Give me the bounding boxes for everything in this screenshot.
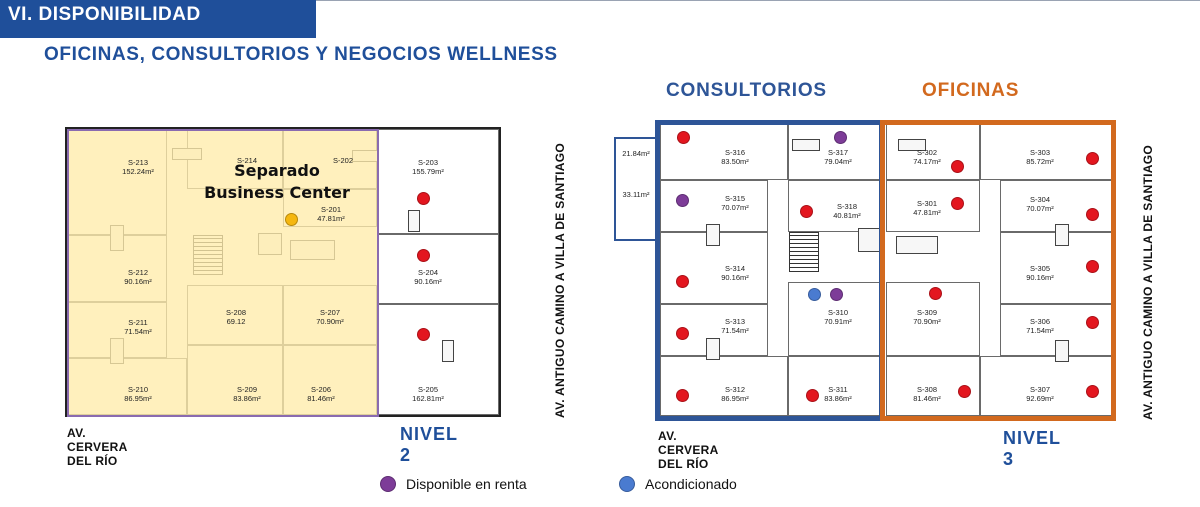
separado-overlay — [67, 129, 379, 417]
separado-label: Separado Business Center — [204, 161, 350, 202]
status-dot-s-302 — [951, 160, 964, 173]
status-dot-s-318 — [800, 205, 813, 218]
oficinas-title: OFICINAS — [922, 80, 1020, 101]
status-dot-s-308 — [958, 385, 971, 398]
restroom-fixture — [408, 210, 420, 232]
status-dot-s-314 — [676, 275, 689, 288]
consultorios-title: CONSULTORIOS — [666, 80, 827, 101]
header-rule — [316, 0, 1200, 1]
status-dot-s-311 — [806, 389, 819, 402]
status-dot-s-305 — [1086, 260, 1099, 273]
restroom-fixture — [706, 338, 720, 360]
page-subtitle: OFICINAS, CONSULTORIOS Y NEGOCIOS WELLNE… — [44, 44, 558, 65]
room-s-309 — [886, 282, 980, 356]
restroom-fixture — [898, 139, 926, 151]
annex-area-2: 33.11m² — [622, 190, 650, 199]
restroom-fixture — [706, 224, 720, 246]
restroom-fixture — [792, 139, 820, 151]
room-s-308 — [886, 356, 980, 416]
legend-blue-dot — [619, 476, 635, 492]
status-dot-s-203 — [417, 192, 430, 205]
annex-area-1: 21.84m² — [622, 149, 650, 158]
room-s-203 — [377, 129, 499, 234]
status-dot-s-309 — [929, 287, 942, 300]
unit-label-s-214: S-214 — [236, 156, 257, 165]
status-dot-s-204 — [417, 249, 430, 262]
status-dot-s-310-available — [830, 288, 843, 301]
street-label-bottom-nivel-3: AV. CERVERA DEL RÍO — [658, 429, 719, 471]
restroom-fixture — [1055, 340, 1069, 362]
legend-item-conditioned: Acondicionado — [619, 476, 737, 492]
status-dot-s-317 — [834, 131, 847, 144]
unit-label-s-202: S-202 — [332, 156, 353, 165]
restroom-fixture — [442, 340, 454, 362]
room-s-301 — [886, 180, 980, 232]
status-dot-s-313 — [676, 327, 689, 340]
status-dot-s-201 — [285, 213, 298, 226]
status-dot-s-301 — [951, 197, 964, 210]
status-dot-s-312 — [676, 389, 689, 402]
street-label-side-nivel-3: AV. ANTIGUO CAMINO A VILLA DE SANTIAGO — [1141, 145, 1155, 420]
status-dot-s-307 — [1086, 385, 1099, 398]
stairs — [789, 232, 819, 272]
oficinas-frame — [880, 120, 1116, 421]
legend-conditioned-label: Acondicionado — [645, 476, 737, 492]
legend-item-available: Disponible en renta — [380, 476, 527, 492]
status-dot-s-316 — [677, 131, 690, 144]
status-dot-s-304 — [1086, 208, 1099, 221]
legend-purple-dot — [380, 476, 396, 492]
street-label-side-nivel-2: AV. ANTIGUO CAMINO A VILLA DE SANTIAGO — [553, 143, 567, 418]
street-label-bottom-nivel-2: AV. CERVERA DEL RÍO — [67, 426, 128, 468]
restroom — [896, 236, 938, 254]
status-dot-s-205 — [417, 328, 430, 341]
level-label-nivel-2: NIVEL 2 — [400, 424, 458, 465]
level-label-nivel-3: NIVEL 3 — [1003, 428, 1061, 469]
room-s-312 — [660, 356, 788, 416]
status-dot-s-315 — [676, 194, 689, 207]
restroom-fixture — [1055, 224, 1069, 246]
legend-available-label: Disponible en renta — [406, 476, 527, 492]
status-dot-s-303 — [1086, 152, 1099, 165]
status-dot-s-306 — [1086, 316, 1099, 329]
section-title: VI. DISPONIBILIDAD — [0, 0, 316, 38]
status-dot-s-310-conditioned — [808, 288, 821, 301]
